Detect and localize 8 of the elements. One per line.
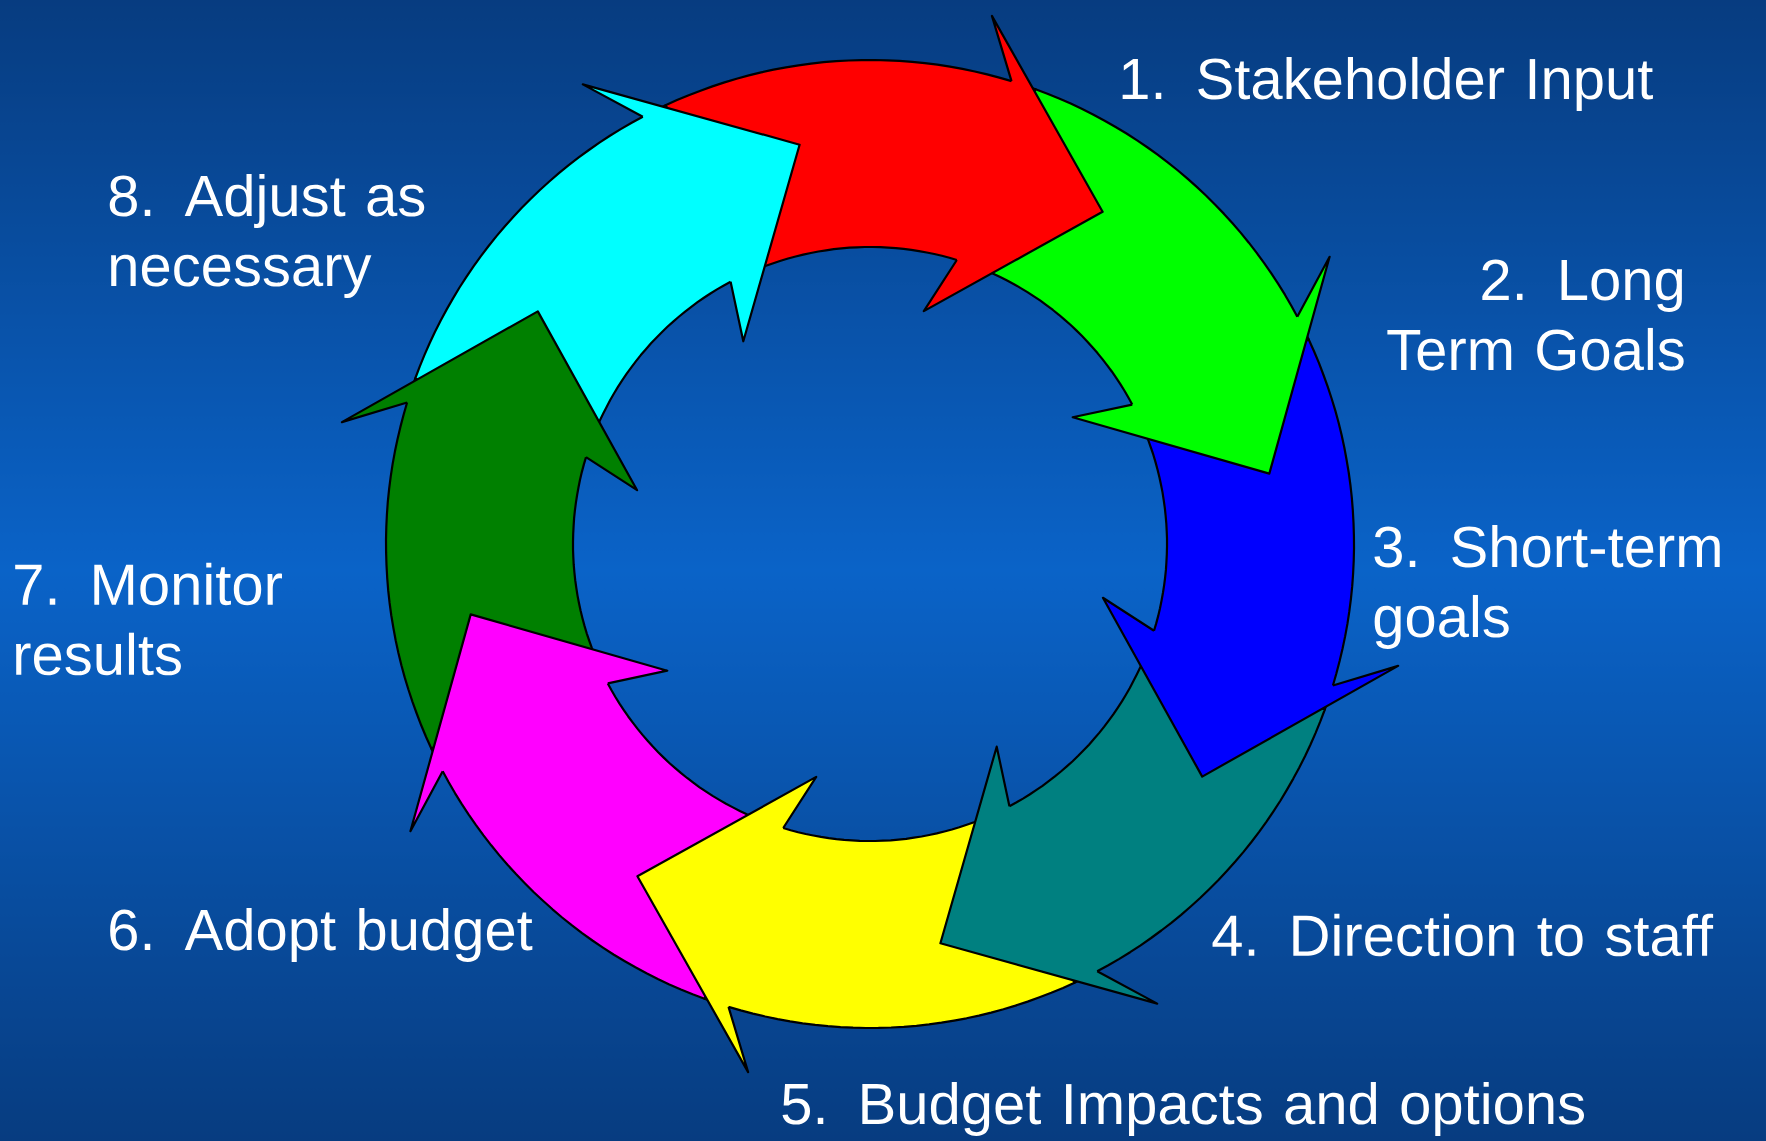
step-label: 7. Monitor results: [15, 562, 282, 676]
step-label: 6. Adopt budget: [110, 907, 533, 962]
step-label: 4. Direction to staff: [1212, 913, 1714, 957]
step-label: 5. Budget Impacts and options: [782, 1081, 1584, 1136]
step-label: 8. Adjust as necessary: [109, 173, 425, 298]
step-label: 2. Long Term Goals: [1387, 259, 1684, 371]
step-label: 3. Short-term goals: [1374, 524, 1720, 649]
step-label: 1. Stakeholder Input: [1122, 56, 1653, 111]
